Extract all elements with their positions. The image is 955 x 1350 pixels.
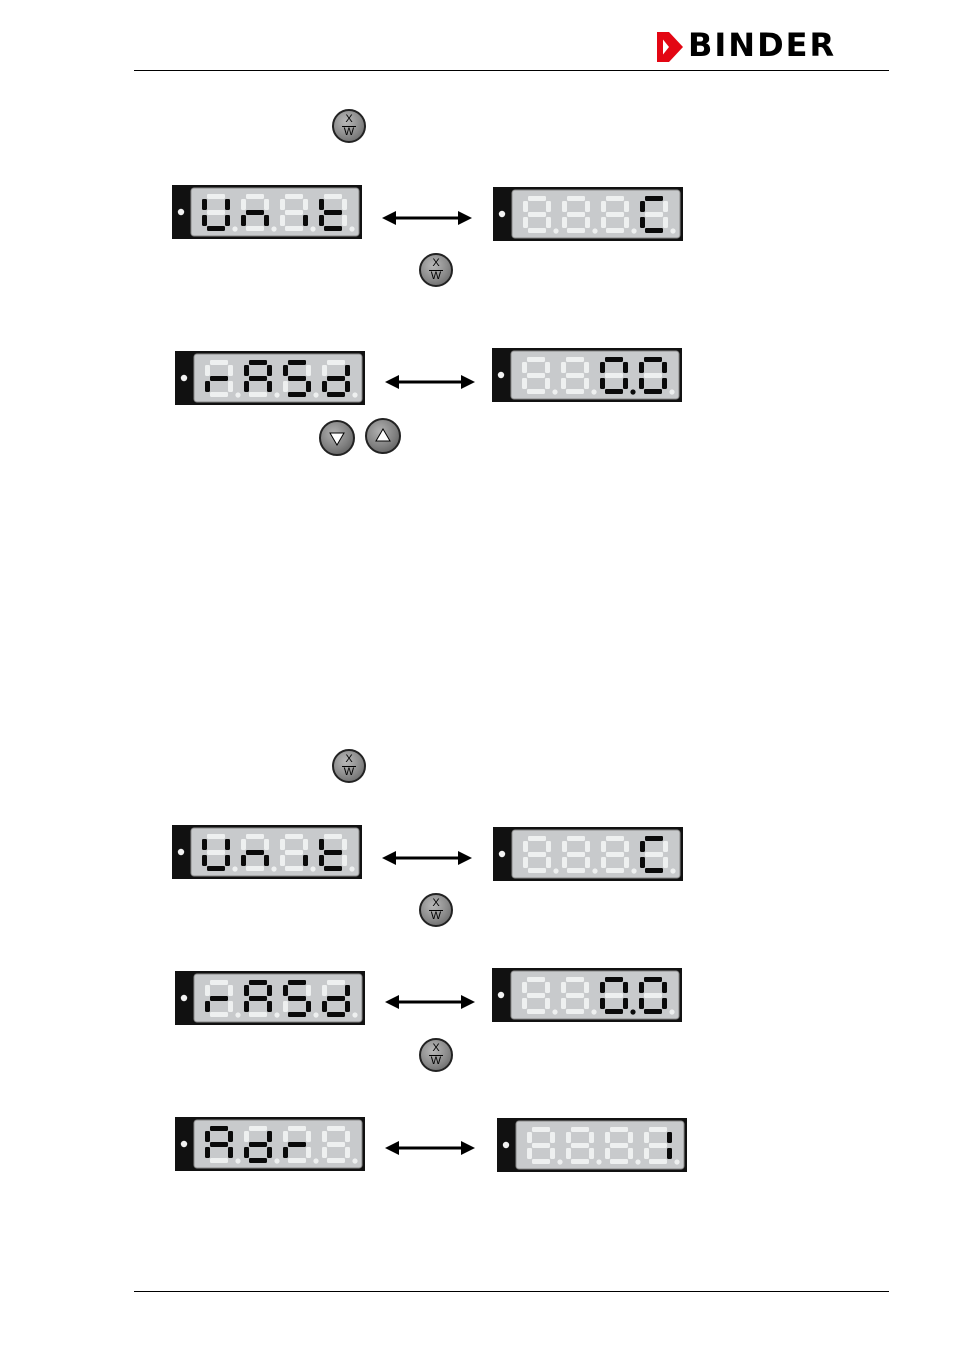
footer-rule [134,1291,889,1292]
display-digit [601,196,637,234]
display-digit [205,360,241,398]
display-param [175,1117,365,1171]
display-digit [283,360,319,398]
display-digit [600,357,636,395]
display-digit [241,194,277,232]
header-rule [134,70,889,71]
brand-mark-icon [657,32,683,62]
display-digit [322,360,358,398]
display-digit [283,980,319,1018]
display-digit [566,1127,602,1165]
display-value [497,1118,687,1172]
display-param [172,825,362,879]
display-digit [523,196,559,234]
display-digit [644,1127,680,1165]
display-digit [527,1127,563,1165]
double-arrow-icon [382,211,472,225]
display-param [172,185,362,239]
display-digit [319,194,355,232]
display-digit [322,1126,358,1164]
brand-name: BINDER [688,26,837,64]
display-digit [523,836,559,874]
display-digit [605,1127,641,1165]
display-digit [241,834,277,872]
binder-logo: BINDER [655,26,890,66]
display-param [175,351,365,405]
display-digit [522,977,558,1015]
display-digit [280,834,316,872]
display-value [493,827,683,881]
display-digit [522,357,558,395]
display-digit [202,194,238,232]
display-digit [205,1126,241,1164]
display-digit [639,977,675,1015]
display-digit [640,836,676,874]
display-digit [202,834,238,872]
down-button[interactable] [319,420,355,456]
display-digit [319,834,355,872]
display-digit [283,1126,319,1164]
display-digit [322,980,358,1018]
double-arrow-icon [385,1141,475,1155]
display-digit [280,194,316,232]
display-digit [205,980,241,1018]
display-digit [562,196,598,234]
display-digit [640,196,676,234]
display-digit [244,360,280,398]
double-arrow-icon [382,851,472,865]
double-arrow-icon [385,995,475,1009]
display-digit [562,836,598,874]
display-digit [639,357,675,395]
display-param [175,971,365,1025]
arrow-down-icon [329,432,345,446]
display-value [492,968,682,1022]
display-digit [244,980,280,1018]
arrow-up-icon [375,428,391,442]
display-digit [600,977,636,1015]
display-value [493,187,683,241]
display-digit [561,977,597,1015]
display-value [492,348,682,402]
display-digit [601,836,637,874]
up-button[interactable] [365,418,401,454]
display-digit [561,357,597,395]
display-digit [244,1126,280,1164]
double-arrow-icon [385,375,475,389]
